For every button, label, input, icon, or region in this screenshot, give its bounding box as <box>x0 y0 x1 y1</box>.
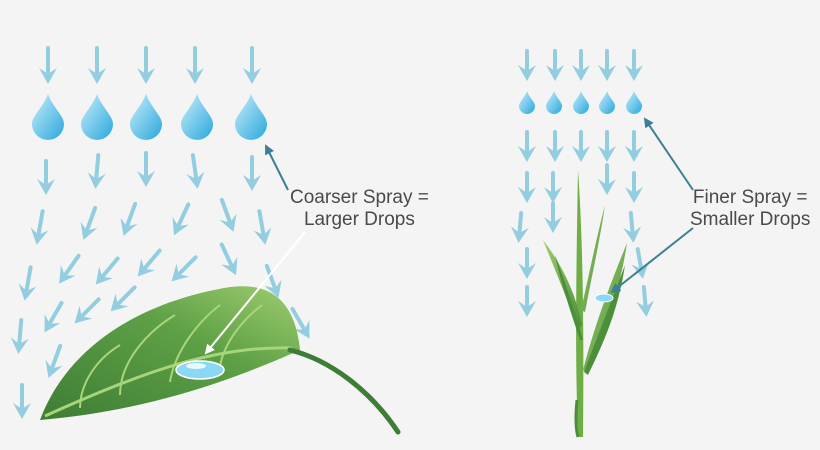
arrow-icon <box>74 297 101 324</box>
water-drop-icon <box>573 91 589 114</box>
arrow-icon <box>37 159 55 195</box>
arrow-icon <box>13 383 31 419</box>
spray-arrows <box>10 46 655 419</box>
arrow-icon <box>598 163 616 195</box>
fine-pointer-upper <box>643 117 694 191</box>
fine-spray-line2: Smaller Drops <box>690 209 811 230</box>
arrow-icon <box>518 171 536 203</box>
arrow-icon <box>45 343 63 378</box>
arrow-icon <box>518 130 536 162</box>
arrow-icon <box>572 130 590 162</box>
arrow-icon <box>172 202 191 236</box>
water-drop-icon <box>181 94 213 140</box>
water-drop-icon <box>599 91 615 114</box>
arrow-icon <box>290 307 310 339</box>
arrow-icon <box>120 201 138 236</box>
arrow-icon <box>625 49 643 81</box>
water-drop-icon <box>130 94 162 140</box>
arrow-icon <box>253 209 272 245</box>
water-drop-icon <box>626 91 642 114</box>
arrow-icon <box>625 130 643 162</box>
arrow-icon <box>95 256 120 285</box>
arrow-icon <box>518 247 536 279</box>
arrow-icon <box>39 46 57 84</box>
arrow-icon <box>186 46 204 84</box>
arrow-icon <box>625 171 643 203</box>
arrow-icon <box>44 301 64 333</box>
arrow-icon <box>264 263 282 298</box>
arrow-icon <box>510 211 529 243</box>
arrow-icon <box>18 265 37 301</box>
arrow-icon <box>572 49 590 81</box>
water-drop-icon <box>32 94 64 140</box>
arrow-icon <box>10 318 29 354</box>
arrow-icon <box>137 46 155 84</box>
arrow-icon <box>544 171 562 203</box>
fine-spray-line1: Finer Spray = <box>692 187 808 208</box>
small-drops-row <box>519 91 642 114</box>
arrow-icon <box>88 46 106 84</box>
arrow-icon <box>219 197 237 232</box>
arrow-icon <box>518 285 536 317</box>
arrow-icon <box>59 253 81 284</box>
arrow-icon <box>598 49 616 81</box>
fine-pointer-lower <box>610 227 694 294</box>
arrow-icon <box>219 242 238 276</box>
arrow-icon <box>30 209 49 245</box>
leaf-illustration <box>40 286 401 435</box>
arrow-icon <box>137 151 155 187</box>
arrow-icon <box>243 46 261 84</box>
arrow-icon <box>87 153 106 189</box>
coarse-pointer-upper <box>265 144 289 191</box>
plant-water-drop <box>594 293 614 303</box>
water-drop-icon <box>235 94 267 140</box>
arrow-icon <box>186 153 205 189</box>
arrow-icon <box>137 248 162 277</box>
arrow-icon <box>636 285 655 317</box>
arrow-icon <box>110 285 137 312</box>
coarse-spray-line1: Coarser Spray = <box>290 187 429 208</box>
water-drop-icon <box>519 91 535 114</box>
arrow-icon <box>243 155 261 191</box>
arrow-icon <box>623 211 642 243</box>
fine-spray-label: Finer Spray = Smaller Drops <box>690 187 810 231</box>
coarse-spray-label: Coarser Spray = Larger Drops <box>290 187 429 231</box>
water-drop-icon <box>81 94 113 140</box>
arrow-icon <box>546 130 564 162</box>
grass-plant-illustration <box>543 170 627 438</box>
arrow-icon <box>546 49 564 81</box>
large-drops-row <box>32 94 267 140</box>
arrow-icon <box>80 205 98 240</box>
water-drop-icon <box>546 91 562 114</box>
arrow-icon <box>544 201 562 233</box>
arrow-icon <box>518 49 536 81</box>
arrow-icon <box>171 255 198 282</box>
coarse-spray-line2: Larger Drops <box>303 209 415 230</box>
arrow-icon <box>598 130 616 162</box>
coarse-pointer-lower <box>204 231 306 355</box>
